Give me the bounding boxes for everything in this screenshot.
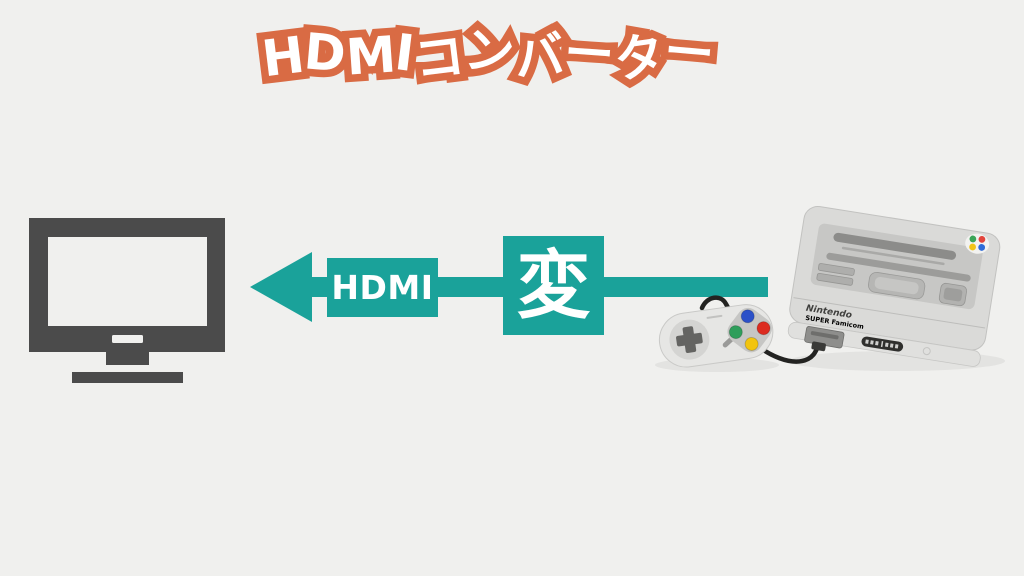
a-button: [756, 321, 771, 336]
arrow-left-icon: [250, 252, 312, 322]
monitor-button: [112, 335, 143, 343]
controller-logo-text: [706, 314, 723, 319]
dpad-icon: [676, 326, 703, 353]
console-body: Nintendo SUPER Famicom: [787, 205, 1001, 367]
cartridge-slot: [833, 232, 957, 260]
slot-caption: [841, 246, 945, 266]
monitor-screen: [48, 237, 207, 326]
x-button: [740, 309, 755, 324]
monitor-icon: [29, 218, 225, 383]
b-button: [744, 336, 759, 351]
front-screw: [922, 347, 931, 356]
controller-plug: [804, 326, 845, 352]
front-crease: [793, 297, 986, 329]
monitor-base: [72, 372, 183, 383]
convert-label: 変: [516, 242, 591, 329]
power-switch: [868, 271, 926, 300]
eject-button: [816, 263, 855, 286]
slot-groove: [826, 252, 971, 282]
page-title: HDMIコンバーター HDMIコンバーター: [0, 13, 1000, 98]
button-panel: [727, 307, 772, 353]
hdmi-label: HDMI: [331, 268, 434, 307]
controller: [658, 304, 774, 368]
page-title-text: HDMIコンバーター: [258, 20, 717, 91]
convert-label-box: 変: [503, 236, 604, 335]
reset-button: [938, 282, 968, 307]
famicom-logo-icon: [965, 233, 990, 254]
super-famicom-image: Nintendo SUPER Famicom: [655, 205, 1005, 372]
controller-port-2: [861, 336, 904, 352]
hdmi-label-box: HDMI: [327, 258, 438, 317]
y-button: [728, 325, 743, 340]
monitor-neck: [106, 352, 149, 365]
